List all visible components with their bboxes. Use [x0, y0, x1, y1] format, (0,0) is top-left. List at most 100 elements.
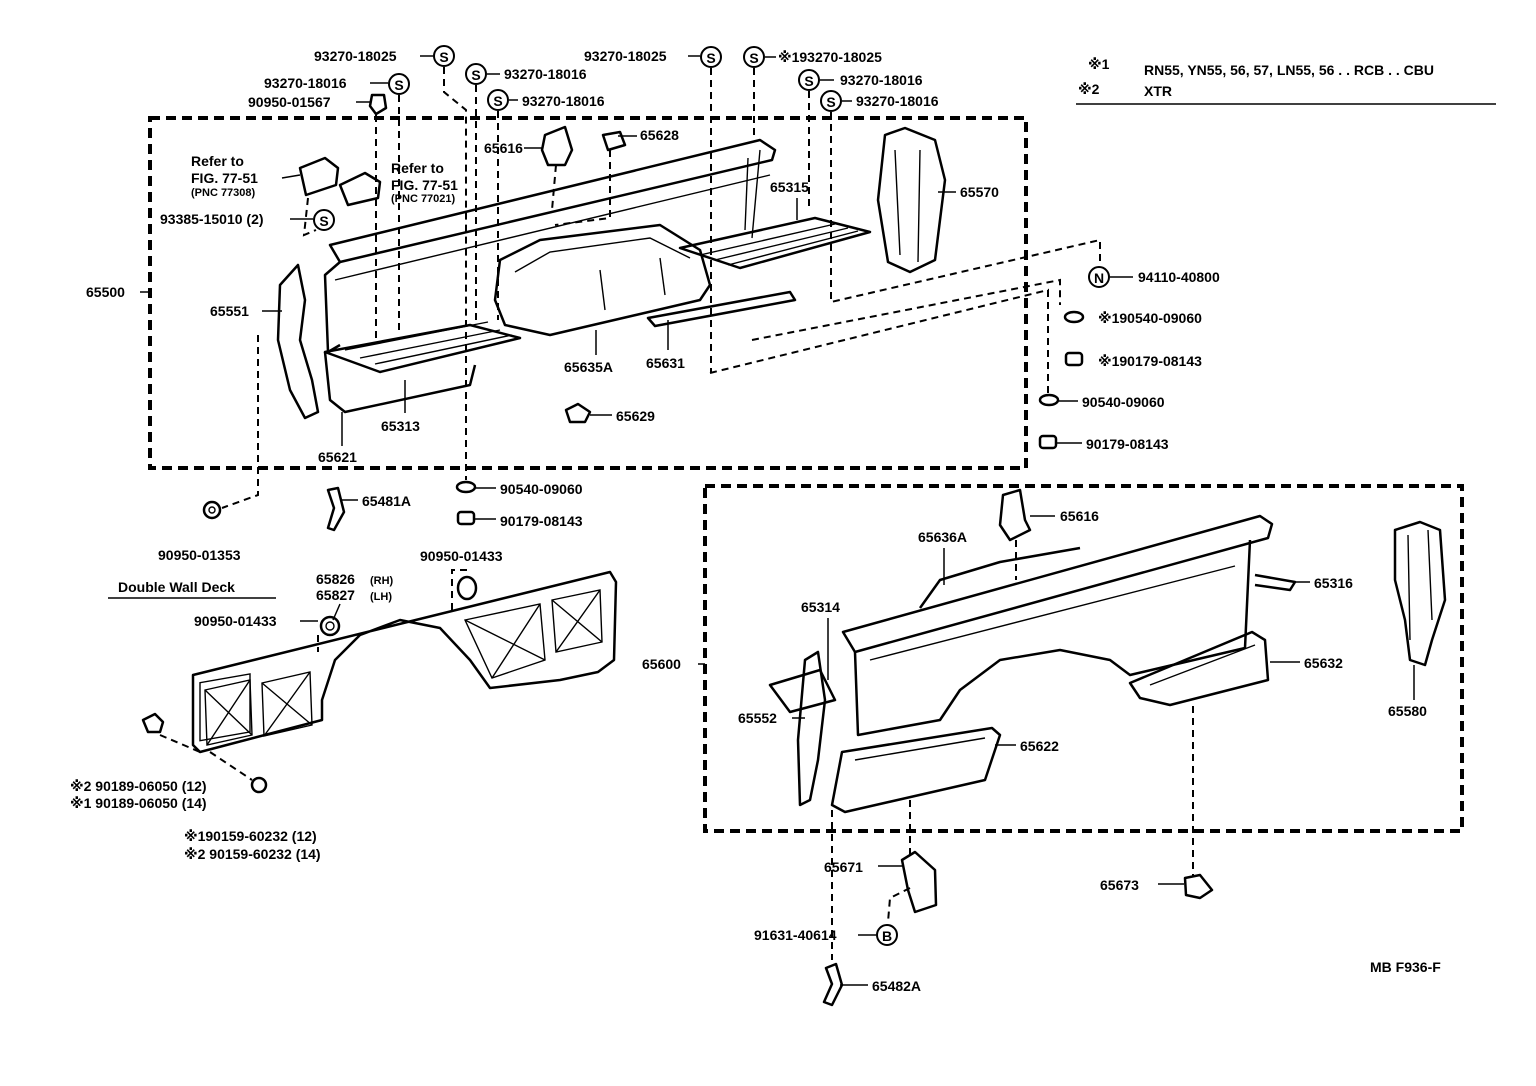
symbol-b: B: [882, 928, 892, 944]
label-65500: 65500: [86, 284, 125, 300]
label-65552: 65552: [738, 710, 777, 726]
label-65580: 65580: [1388, 703, 1427, 719]
legend-mark-1: ※1: [1088, 56, 1110, 72]
callout-65482A: 65482A: [822, 962, 921, 1007]
label-65600: 65600: [642, 656, 681, 672]
label-65636A: 65636A: [918, 529, 967, 545]
callout-93270-18016-c: S 93270-18016: [487, 89, 605, 320]
callout-93270-18025-a: 93270-18025 S: [314, 45, 467, 320]
label-93270-18016-a: 93270-18016: [504, 66, 587, 82]
label-65481A: 65481A: [362, 493, 411, 509]
label-93270-18016-e: 93270-18016: [856, 93, 939, 109]
part-65482A: [822, 962, 844, 1007]
callout-65673: 65673: [1100, 873, 1214, 900]
part-lower-bed-side: [841, 514, 1274, 737]
label-190179: ※190179-08143: [1098, 353, 1202, 369]
symbol-s: S: [493, 93, 502, 109]
ref-b-pnc: (PNC 77021): [391, 193, 456, 205]
part-65580-panel: [1393, 520, 1447, 667]
part-65315-floor: [678, 216, 872, 270]
label-93270-18025-c: ※193270-18025: [778, 49, 882, 65]
part-65580-ribs: [1407, 529, 1433, 641]
leader-65616-a-dash: [551, 164, 557, 211]
label-65616-b: 65616: [1060, 508, 1099, 524]
ref-a-line1: Refer to: [191, 153, 244, 169]
callout-90159: ※190159-60232 (12) ※2 90159-60232 (14): [184, 751, 321, 862]
label-65628: 65628: [640, 127, 679, 143]
label-93270-18016-c: 93270-18016: [522, 93, 605, 109]
ref-b-line2: FIG. 77-51: [391, 177, 458, 193]
leader-dash-190540: [751, 278, 1061, 341]
legend-text-2: XTR: [1144, 83, 1172, 99]
screw-symbol: S: [820, 90, 842, 112]
plug-icon: [1038, 434, 1058, 450]
symbol-s: S: [319, 213, 328, 229]
label-90950-01433-a: 90950-01433: [420, 548, 503, 564]
plug-90950-01353: [202, 500, 222, 520]
symbol-s: S: [471, 67, 480, 83]
callout-93270-18025-b: 93270-18025 S: [584, 46, 722, 373]
part-65316-floor-tip: [1254, 573, 1297, 592]
leader-dash: [221, 335, 259, 509]
part-65632-panel: [1128, 630, 1270, 707]
label-65313: 65313: [381, 418, 420, 434]
label-65570: 65570: [960, 184, 999, 200]
label-90950-01433-b: 90950-01433: [194, 613, 277, 629]
label-65632: 65632: [1304, 655, 1343, 671]
symbol-s: S: [826, 94, 835, 110]
plug-icon: [1064, 351, 1084, 367]
label-90159-2: ※2 90159-60232 (14): [184, 846, 321, 862]
plug-center: [325, 621, 335, 631]
part-double-wall-deck-panel: [191, 570, 618, 754]
nut-90189: [141, 712, 165, 734]
label-65673: 65673: [1100, 877, 1139, 893]
bolt-symbol: B: [876, 924, 898, 946]
leader-dash: [159, 734, 201, 753]
part-ref-lamp-b: [338, 171, 382, 207]
legend: ※1 RN55, YN55, 56, 57, LN55, 56 . . RCB …: [1076, 56, 1496, 105]
screw-symbol: S: [798, 69, 820, 91]
symbol-s: S: [439, 49, 448, 65]
label-65827: 65827: [316, 587, 355, 603]
label-90189-2: ※2 90189-06050 (12): [70, 778, 207, 794]
label-90540-b: 90540-09060: [500, 481, 583, 497]
label-91631: 91631-40614: [754, 927, 837, 943]
label-90950-01567: 90950-01567: [248, 94, 331, 110]
part-65570-ribs: [894, 149, 921, 263]
label-65316: 65316: [1314, 575, 1353, 591]
label-190540: ※190540-09060: [1098, 310, 1202, 326]
label-65631: 65631: [646, 355, 685, 371]
callout-90540-a: 90540-09060: [1038, 393, 1165, 410]
part-65632-edge: [1149, 644, 1256, 686]
label-65827-lh: (LH): [370, 591, 392, 603]
symbol-s: S: [749, 50, 758, 66]
callout-90540-b: 90540-09060: [455, 480, 583, 497]
label-65621: 65621: [318, 449, 357, 465]
label-94110: 94110-40800: [1138, 269, 1220, 285]
assembly-65500-frame: [148, 116, 1028, 470]
part-ref-lamp-a: [298, 156, 340, 197]
label-93270-18016-d: 93270-18016: [840, 72, 923, 88]
grommet-icon: [1063, 310, 1085, 324]
label-90540-a: 90540-09060: [1082, 394, 1165, 410]
leader-dash-90540: [709, 288, 1049, 395]
part-65629-clip: [564, 402, 592, 424]
callout-190179: ※190179-08143: [1064, 351, 1202, 369]
label-65622: 65622: [1020, 738, 1059, 754]
label-65551: 65551: [210, 303, 249, 319]
label-93270-18025-b: 93270-18025: [584, 48, 667, 64]
callout-90950-01433-a: 90950-01433: [420, 548, 503, 615]
part-65570-panel: [876, 126, 947, 274]
callout-65481A: 65481A: [326, 486, 411, 532]
callout-93385: 93385-15010 (2) S: [160, 197, 335, 237]
callout-94110: N 94110-40800: [1088, 266, 1220, 288]
label-90159-1: ※190159-60232 (12): [184, 828, 317, 844]
ref-a-pnc: (PNC 77308): [191, 187, 256, 199]
label-93270-18016-b: 93270-18016: [264, 75, 347, 91]
label-90179-a: 90179-08143: [1086, 436, 1169, 452]
callout-90950-01353: 90950-01353: [158, 335, 259, 563]
leader-dash: [887, 887, 911, 923]
ref-a-line2: FIG. 77-51: [191, 170, 258, 186]
label-65826: 65826: [316, 571, 355, 587]
